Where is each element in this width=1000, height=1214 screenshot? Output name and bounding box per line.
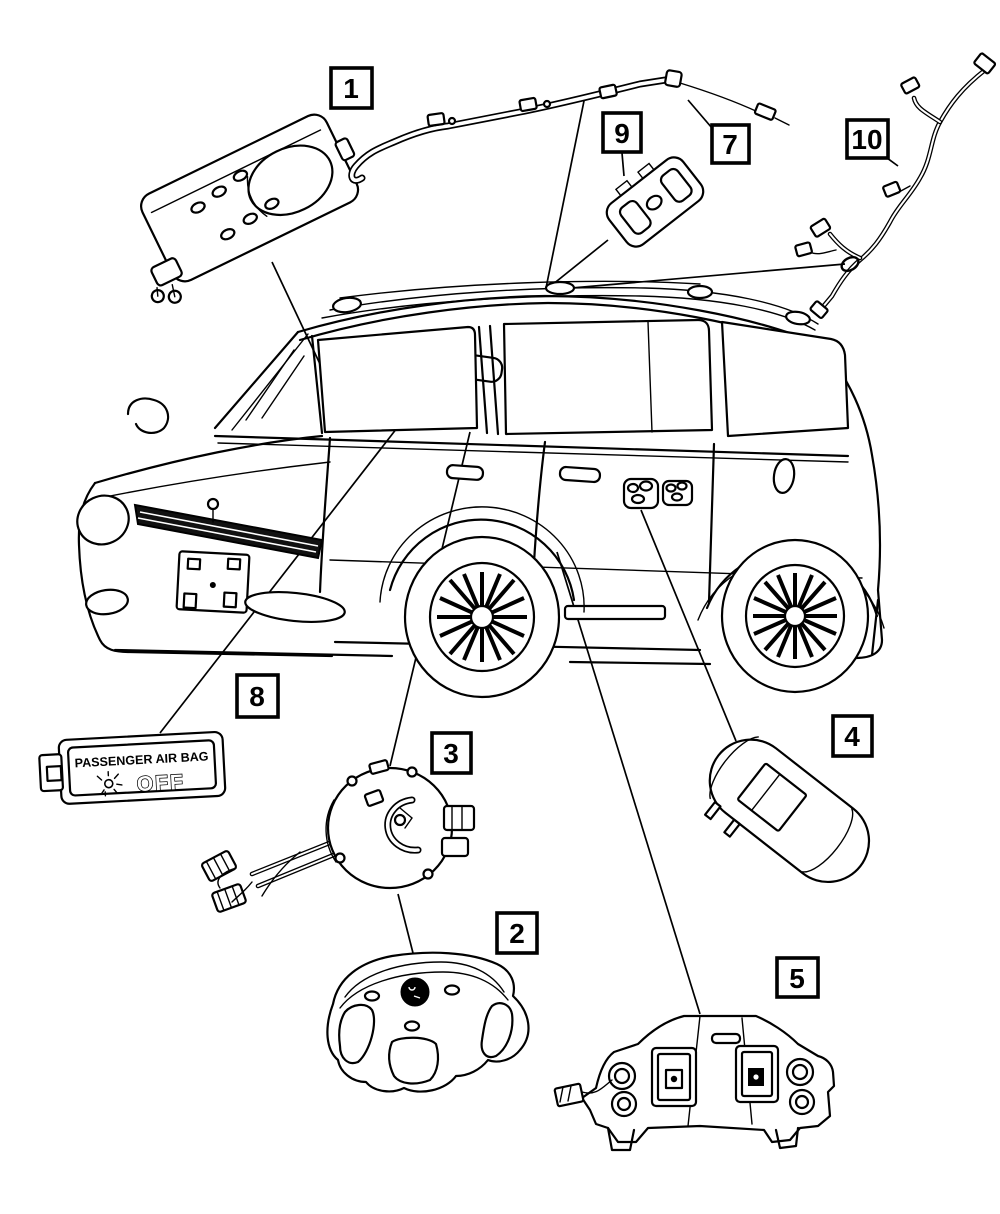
part-1-passenger-airbag-drawing [140,113,360,304]
callout-number-5: 5 [789,963,805,994]
callout-10[interactable]: 10 [845,118,890,160]
callout-box-8[interactable] [235,673,280,719]
callout-number-3: 3 [443,738,459,769]
callout-8[interactable]: 8 [235,673,280,719]
callout-number-7: 7 [722,129,738,160]
callout-number-2: 2 [509,918,525,949]
part-3-clockspring-drawing [201,759,476,913]
part-2-driver-airbag-drawing [326,951,530,1093]
callout-2[interactable]: 2 [495,911,539,955]
callout-3[interactable]: 3 [430,731,473,775]
part-7-curtain-airbag-drawing [348,69,790,184]
callout-1[interactable]: 1 [329,66,374,110]
callout-7[interactable]: 7 [710,123,751,165]
callout-box-2[interactable] [495,911,539,955]
callout-box-1[interactable] [329,66,374,110]
callout-number-4: 4 [844,721,860,752]
callout-number-8: 8 [249,681,265,712]
callout-9[interactable]: 9 [601,111,643,154]
airbag-warning-icon [96,770,123,797]
callout-box-4[interactable] [831,714,874,758]
part-8-airbag-off-switch-drawing: PASSENGER AIR BAG OFF [38,730,227,805]
callout-4[interactable]: 4 [831,714,874,758]
callout-box-9[interactable] [601,111,643,154]
part-5-sensor-module-drawing [553,1014,836,1152]
vehicle-illustration [76,280,885,699]
callout-number-1: 1 [343,73,359,104]
callout-box-7[interactable] [710,123,751,165]
callout-5[interactable]: 5 [775,956,820,999]
callout-number-9: 9 [614,118,630,149]
part-4-seat-airbag-drawing [703,736,871,884]
door-sensor-pads [622,477,694,510]
callout-box-10[interactable] [845,118,890,160]
part-10-wiring-harness-drawing [794,52,997,320]
front-wheel [403,535,561,699]
callout-box-5[interactable] [775,956,820,999]
part-9-bracket-drawing [605,156,705,248]
rear-wheel [720,538,870,694]
callout-box-3[interactable] [430,731,473,775]
callout-number-10: 10 [851,124,882,155]
switch-label-off: OFF [136,771,185,796]
